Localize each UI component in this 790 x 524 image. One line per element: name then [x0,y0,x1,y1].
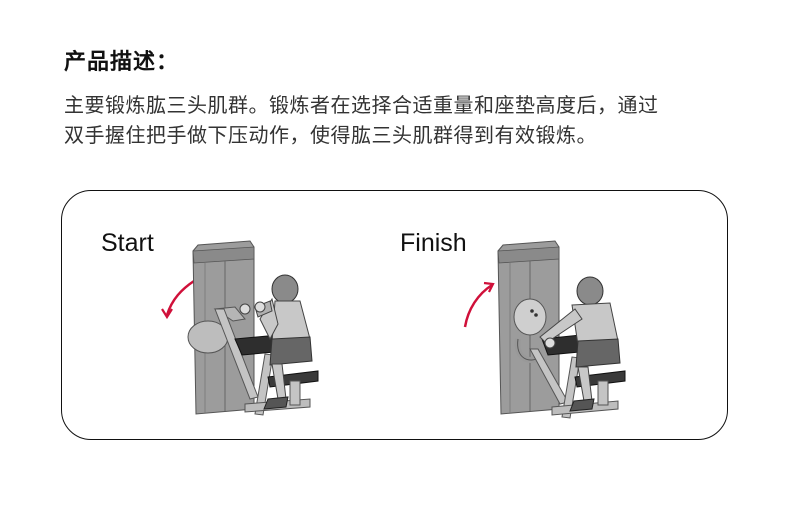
section-title: 产品描述： [64,50,180,75]
arrow-down-icon [161,279,195,320]
description-line-2: 双手握住把手做下压动作，使得肱三头肌群得到有效锻炼。 [64,123,597,147]
description-line-1: 主要锻炼肱三头肌群。锻炼者在选择合适重量和座垫高度后，通过 [64,93,659,117]
arrow-up-icon [463,281,495,328]
illustration-card: Start Finish [61,190,728,440]
finish-position-illustration [463,240,626,419]
finish-label: Finish [400,229,467,257]
start-label: Start [101,229,154,257]
product-description: 主要锻炼肱三头肌群。锻炼者在选择合适重量和座垫高度后，通过 双手握住把手做下压动… [64,90,744,150]
start-position-illustration [161,240,319,416]
